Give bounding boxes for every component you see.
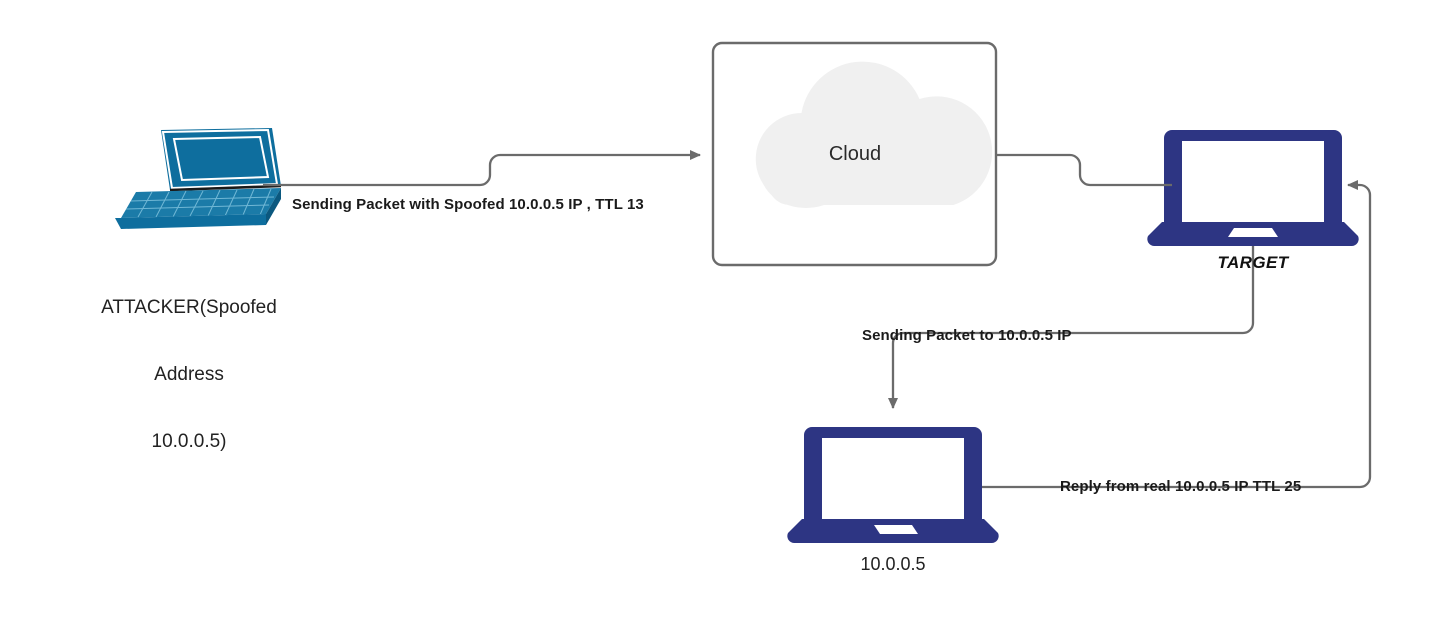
laptop-front-icon-target (1147, 130, 1359, 246)
attacker-caption: ATTACKER(Spoofed Address 10.0.0.5) (29, 252, 349, 498)
attacker-caption-line1: ATTACKER(Spoofed (101, 296, 277, 318)
target-caption: TARGET (1217, 253, 1289, 272)
edge-attacker-to-cloud (263, 150, 701, 187)
laptop-front-icon-victim (787, 427, 999, 543)
laptop-isometric-icon (115, 128, 282, 229)
victim-caption: 10.0.0.5 (860, 554, 926, 574)
attacker-caption-line3: 10.0.0.5) (151, 431, 227, 453)
edge-cloud-to-target (996, 153, 1172, 187)
cloud-label: Cloud (828, 143, 882, 165)
edge-label-victim-to-target: Reply from real 10.0.0.5 IP TTL 25 (1060, 478, 1302, 495)
edge-label-target-to-victim: Sending Packet to 10.0.0.5 IP (862, 327, 1072, 344)
attacker-caption-line2: Address (154, 364, 224, 386)
cloud-icon (755, 61, 993, 208)
edge-label-attacker-to-cloud: Sending Packet with Spoofed 10.0.0.5 IP … (292, 196, 644, 213)
